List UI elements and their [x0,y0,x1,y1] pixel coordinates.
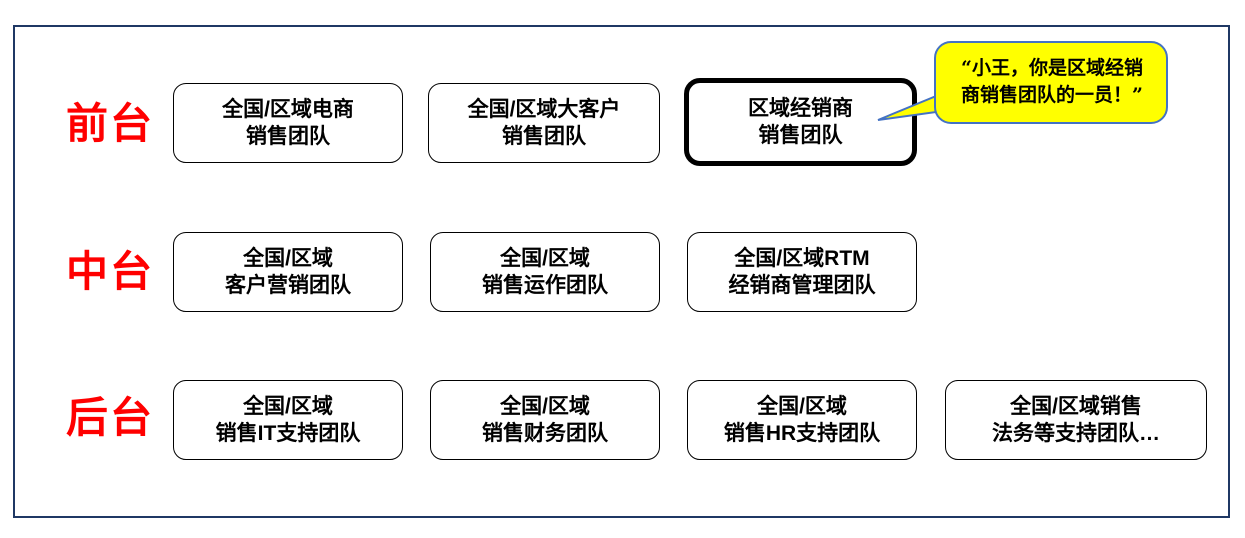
team-box-sales-it-support: 全国/区域 销售IT支持团队 [173,380,403,460]
row-label-middle-office: 中台 [65,248,154,295]
team-box-key-account-sales: 全国/区域大客户 销售团队 [428,83,660,163]
row-label-front-office: 前台 [65,100,154,147]
team-box-sales-hr-support: 全国/区域 销售HR支持团队 [687,380,917,460]
team-box-rtm-distributor-management: 全国/区域RTM 经销商管理团队 [687,232,917,312]
team-box-customer-marketing: 全国/区域 客户营销团队 [173,232,403,312]
team-box-sales-finance: 全国/区域 销售财务团队 [430,380,660,460]
callout-text: “小王，你是区域经销 商销售团队的一员！” [961,57,1143,106]
team-box-ecommerce-sales: 全国/区域电商 销售团队 [173,83,403,163]
team-box-sales-operations: 全国/区域 销售运作团队 [430,232,660,312]
callout-body [934,41,1168,124]
team-box-regional-distributor-sales: 区域经销商 销售团队 [684,78,917,166]
team-box-sales-legal-support: 全国/区域销售 法务等支持团队… [945,380,1207,460]
callout-bubble [877,41,1168,124]
row-label-back-office: 后台 [65,394,154,441]
